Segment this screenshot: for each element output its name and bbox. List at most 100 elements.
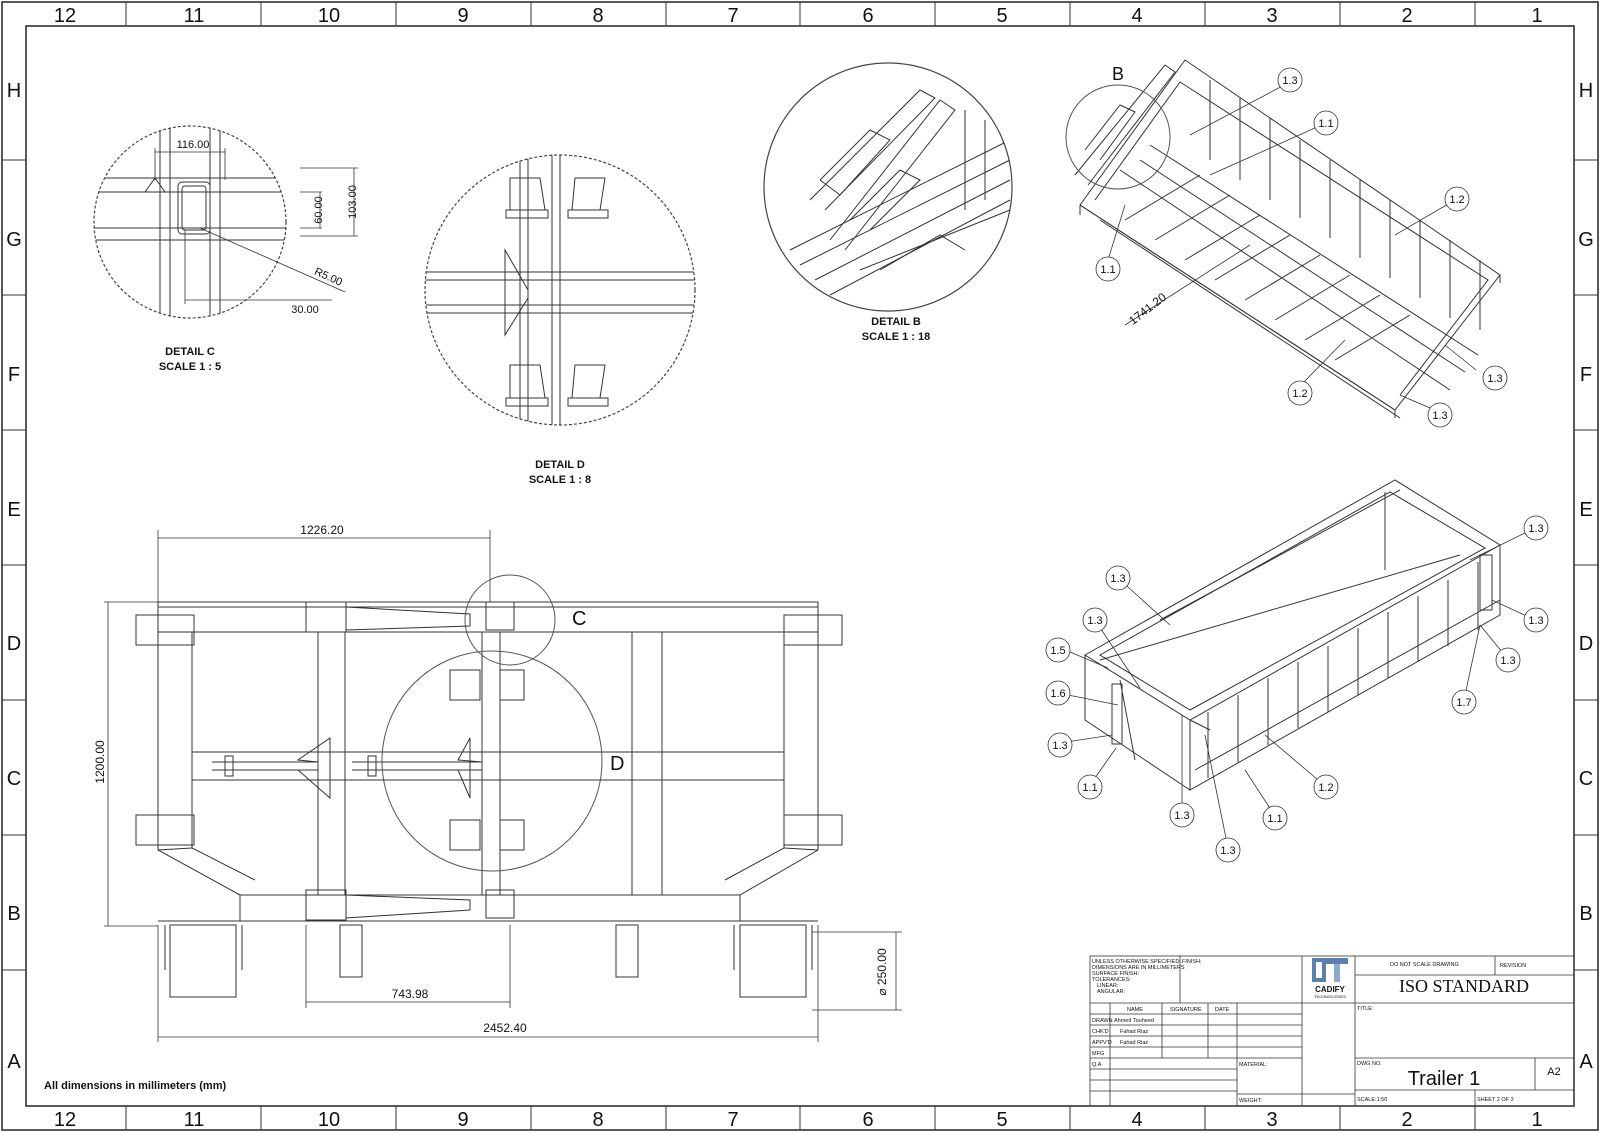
row-label: A [1579,1051,1593,1073]
row-label: A [7,1051,21,1073]
dimension-r5: R5.00 [312,266,344,289]
isometric-frame-view [1065,59,1501,419]
row-label: B [1579,903,1592,925]
balloon-label: 1.3 [1282,75,1297,87]
isometric-container-view [1084,479,1501,791]
balloon-label: 1.5 [1050,645,1065,657]
dimension-1741: 1741.20 [1126,290,1169,328]
role-label: DRAWN [1092,1018,1113,1024]
dimension-2452: 2452.40 [483,1021,527,1035]
balloon-label: 1.3 [1528,615,1543,627]
column-date: DATE [1215,1007,1230,1013]
role-label: Q.A [1092,1062,1102,1068]
detail-c-view: 116.00 60.00 103.00 R5.00 30.00 DETAIL C… [93,125,359,373]
balloon-label: 1.1 [1100,264,1115,276]
col-label: 9 [457,5,468,27]
col-label: 1 [1531,1109,1542,1131]
col-label: 2 [1401,1109,1412,1131]
detail-b-title: DETAIL B [871,316,921,328]
general-note-line: ANGULAR: [1097,989,1126,995]
balloon-label: 1.3 [1174,810,1189,822]
dimension-116: 116.00 [177,139,210,151]
general-note-line: SURFACE FINISH: [1092,971,1140,977]
balloon-label: 1.1 [1267,813,1282,825]
row-label: G [6,229,22,251]
units-note: All dimensions in millimeters (mm) [44,1080,226,1092]
approved-by-name: Fahad Riaz [1120,1040,1148,1046]
detail-c-title: DETAIL C [165,346,215,358]
col-label: 11 [184,5,205,27]
col-label: 10 [318,5,340,27]
balloon-label: 1.2 [1449,194,1464,206]
col-label: 10 [318,1109,340,1131]
column-name: NAME [1127,1007,1143,1013]
row-label: E [7,499,20,521]
col-label: 12 [54,5,76,27]
detail-letter-c: C [572,608,586,630]
detail-d-scale: SCALE 1 : 8 [529,474,591,486]
logo-sub: TECHNOLOGIES [1314,994,1346,999]
balloon-label: 1.3 [1500,655,1515,667]
balloon-label: 1.6 [1050,688,1065,700]
dwg-no-label: DWG NO. [1357,1061,1382,1067]
dimension-diameter-250: ⌀ 250.00 [875,948,889,996]
drawing-name: Trailer 1 [1408,1068,1481,1090]
row-label: B [7,903,20,925]
dimension-1200: 1200.00 [93,740,107,784]
col-label: 11 [184,1109,205,1131]
row-label: H [7,80,21,102]
dimension-30: 30.00 [291,304,319,316]
balloon-label: 1.3 [1432,410,1447,422]
detail-d-title: DETAIL D [535,459,585,471]
weight-label: WEIGHT: [1239,1098,1262,1104]
detail-d-view: DETAIL D SCALE 1 : 8 [424,154,696,486]
col-label: 8 [592,5,603,27]
col-label: 9 [457,1109,468,1131]
col-label: 4 [1131,5,1142,27]
cadify-logo: CADIFY TECHNOLOGIES [1312,958,1348,999]
balloons-upper [1095,67,1508,428]
col-label: 6 [862,1109,873,1131]
role-label: APPV'D [1092,1040,1112,1046]
col-label: 5 [996,1109,1007,1131]
row-label: C [1579,768,1593,790]
balloon-label: 1.2 [1318,782,1333,794]
detail-letter-b: B [1112,64,1124,84]
row-label: D [1579,633,1593,655]
dimension-103: 103.00 [347,185,359,219]
general-note-line: TOLERANCES: [1092,977,1131,983]
logo-name: CADIFY [1315,985,1345,994]
dimension-60: 60.00 [313,196,325,224]
balloon-label: 1.1 [1082,782,1097,794]
general-note-line: LINEAR: [1097,983,1119,989]
col-label: 5 [996,5,1007,27]
balloon-label: 1.3 [1528,523,1543,535]
role-label: CHK'D [1092,1029,1109,1035]
scale-value: SCALE:1:50 [1357,1097,1387,1103]
main-dimensions [104,530,902,1042]
detail-b-view: DETAIL B SCALE 1 : 18 [763,62,1013,343]
standard-label: ISO STANDARD [1399,976,1529,996]
col-label: 12 [54,1109,76,1131]
dimension-1226: 1226.20 [300,523,344,537]
row-label: C [7,768,21,790]
col-label: 3 [1266,1109,1277,1131]
detail-c-scale: SCALE 1 : 5 [159,361,221,373]
balloon-label: 1.3 [1220,845,1235,857]
col-label: 2 [1401,5,1412,27]
col-label: 7 [727,1109,738,1131]
finish-label: FINISH: [1182,959,1202,965]
balloons-lower [1045,515,1549,863]
row-label: H [1579,80,1593,102]
balloon-label: 1.3 [1487,373,1502,385]
row-label: G [1578,229,1594,251]
balloon-label: 1.3 [1110,573,1125,585]
revision-label: REVISION [1500,963,1526,969]
do-not-scale-note: DO NOT SCALE DRAWING [1390,962,1459,968]
col-label: 4 [1131,1109,1142,1131]
col-label: 7 [727,5,738,27]
checked-by-name: Fahad Riaz [1120,1029,1148,1035]
